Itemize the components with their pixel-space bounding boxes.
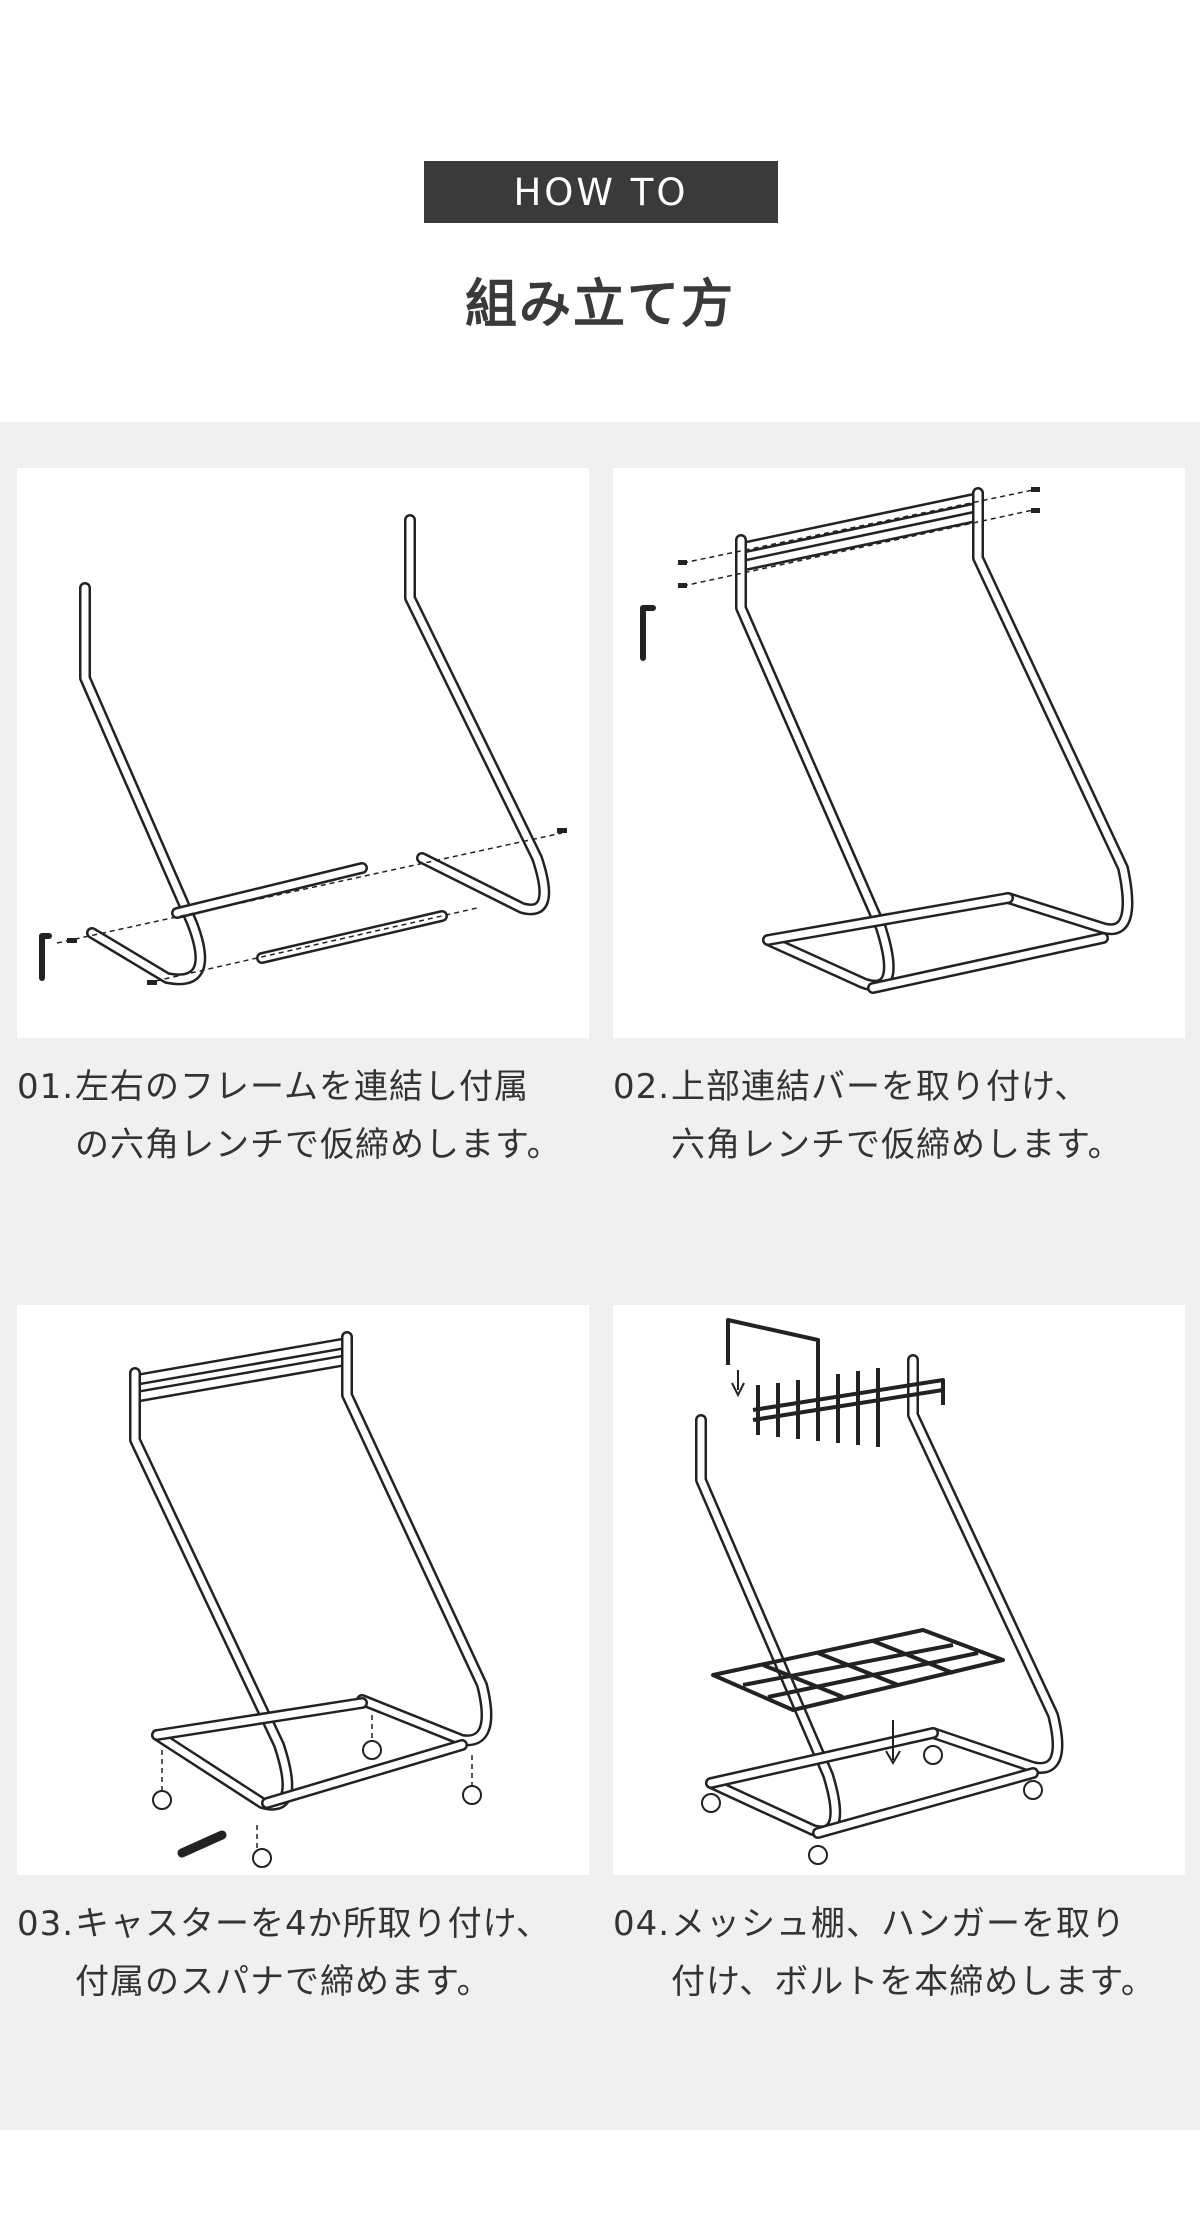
hanger-icon [726,1318,945,1447]
step-4-illustration [613,1305,1185,1875]
step-3-caption: 03.キャスターを4か所取り付け、 付属のスパナで締めます。 [17,1904,551,2002]
step-1: 01.左右のフレームを連結し付属 の六角レンチで仮締めします。 [17,468,589,1165]
step-1-illustration [17,468,589,1038]
bolt-icon [67,828,567,985]
arrow-down-icon [885,1720,901,1765]
step-3: 03.キャスターを4か所取り付け、 付属のスパナで締めます。 [17,1305,589,2002]
step-4: 04.メッシュ棚、ハンガーを取り 付け、ボルトを本締めします。 [613,1305,1185,2002]
step-3-illustration [17,1305,589,1875]
hex-wrench-icon [640,605,656,661]
caster-icon [701,1745,1043,1865]
arrow-down-icon [731,1370,745,1398]
bolt-icon [678,487,1040,588]
left-frame-icon [79,582,207,986]
step-2-illustration [613,468,1185,1038]
step-2-caption: 02.上部連結バーを取り付け、 六角レンチで仮締めします。 [613,1067,1123,1165]
connecting-bars-icon [171,862,448,964]
footer-spacer [0,2130,1200,2237]
mesh-shelf-icon [711,1628,1005,1712]
caster-icon [152,1740,482,1868]
rack-frame-icon [695,1354,1064,1839]
step-4-caption: 04.メッシュ棚、ハンガーを取り 付け、ボルトを本締めします。 [613,1904,1156,2002]
steps-panel: 01.左右のフレームを連結し付属 の六角レンチで仮締めします。 [0,422,1200,2130]
top-bar-icon [735,492,984,572]
hex-wrench-icon [39,933,52,981]
right-frame-icon [404,514,551,916]
how-to-badge: HOW TO [424,161,778,223]
spanner-icon [177,1830,227,1858]
header-section: HOW TO 組み立て方 [0,0,1200,422]
frame-icon [735,487,1134,994]
step-1-caption: 01.左右のフレームを連結し付属 の六角レンチで仮締めします。 [17,1067,562,1165]
step-2: 02.上部連結バーを取り付け、 六角レンチで仮締めします。 [613,468,1185,1165]
page-title: 組み立て方 [464,275,735,335]
rack-frame-icon [129,1331,493,1811]
